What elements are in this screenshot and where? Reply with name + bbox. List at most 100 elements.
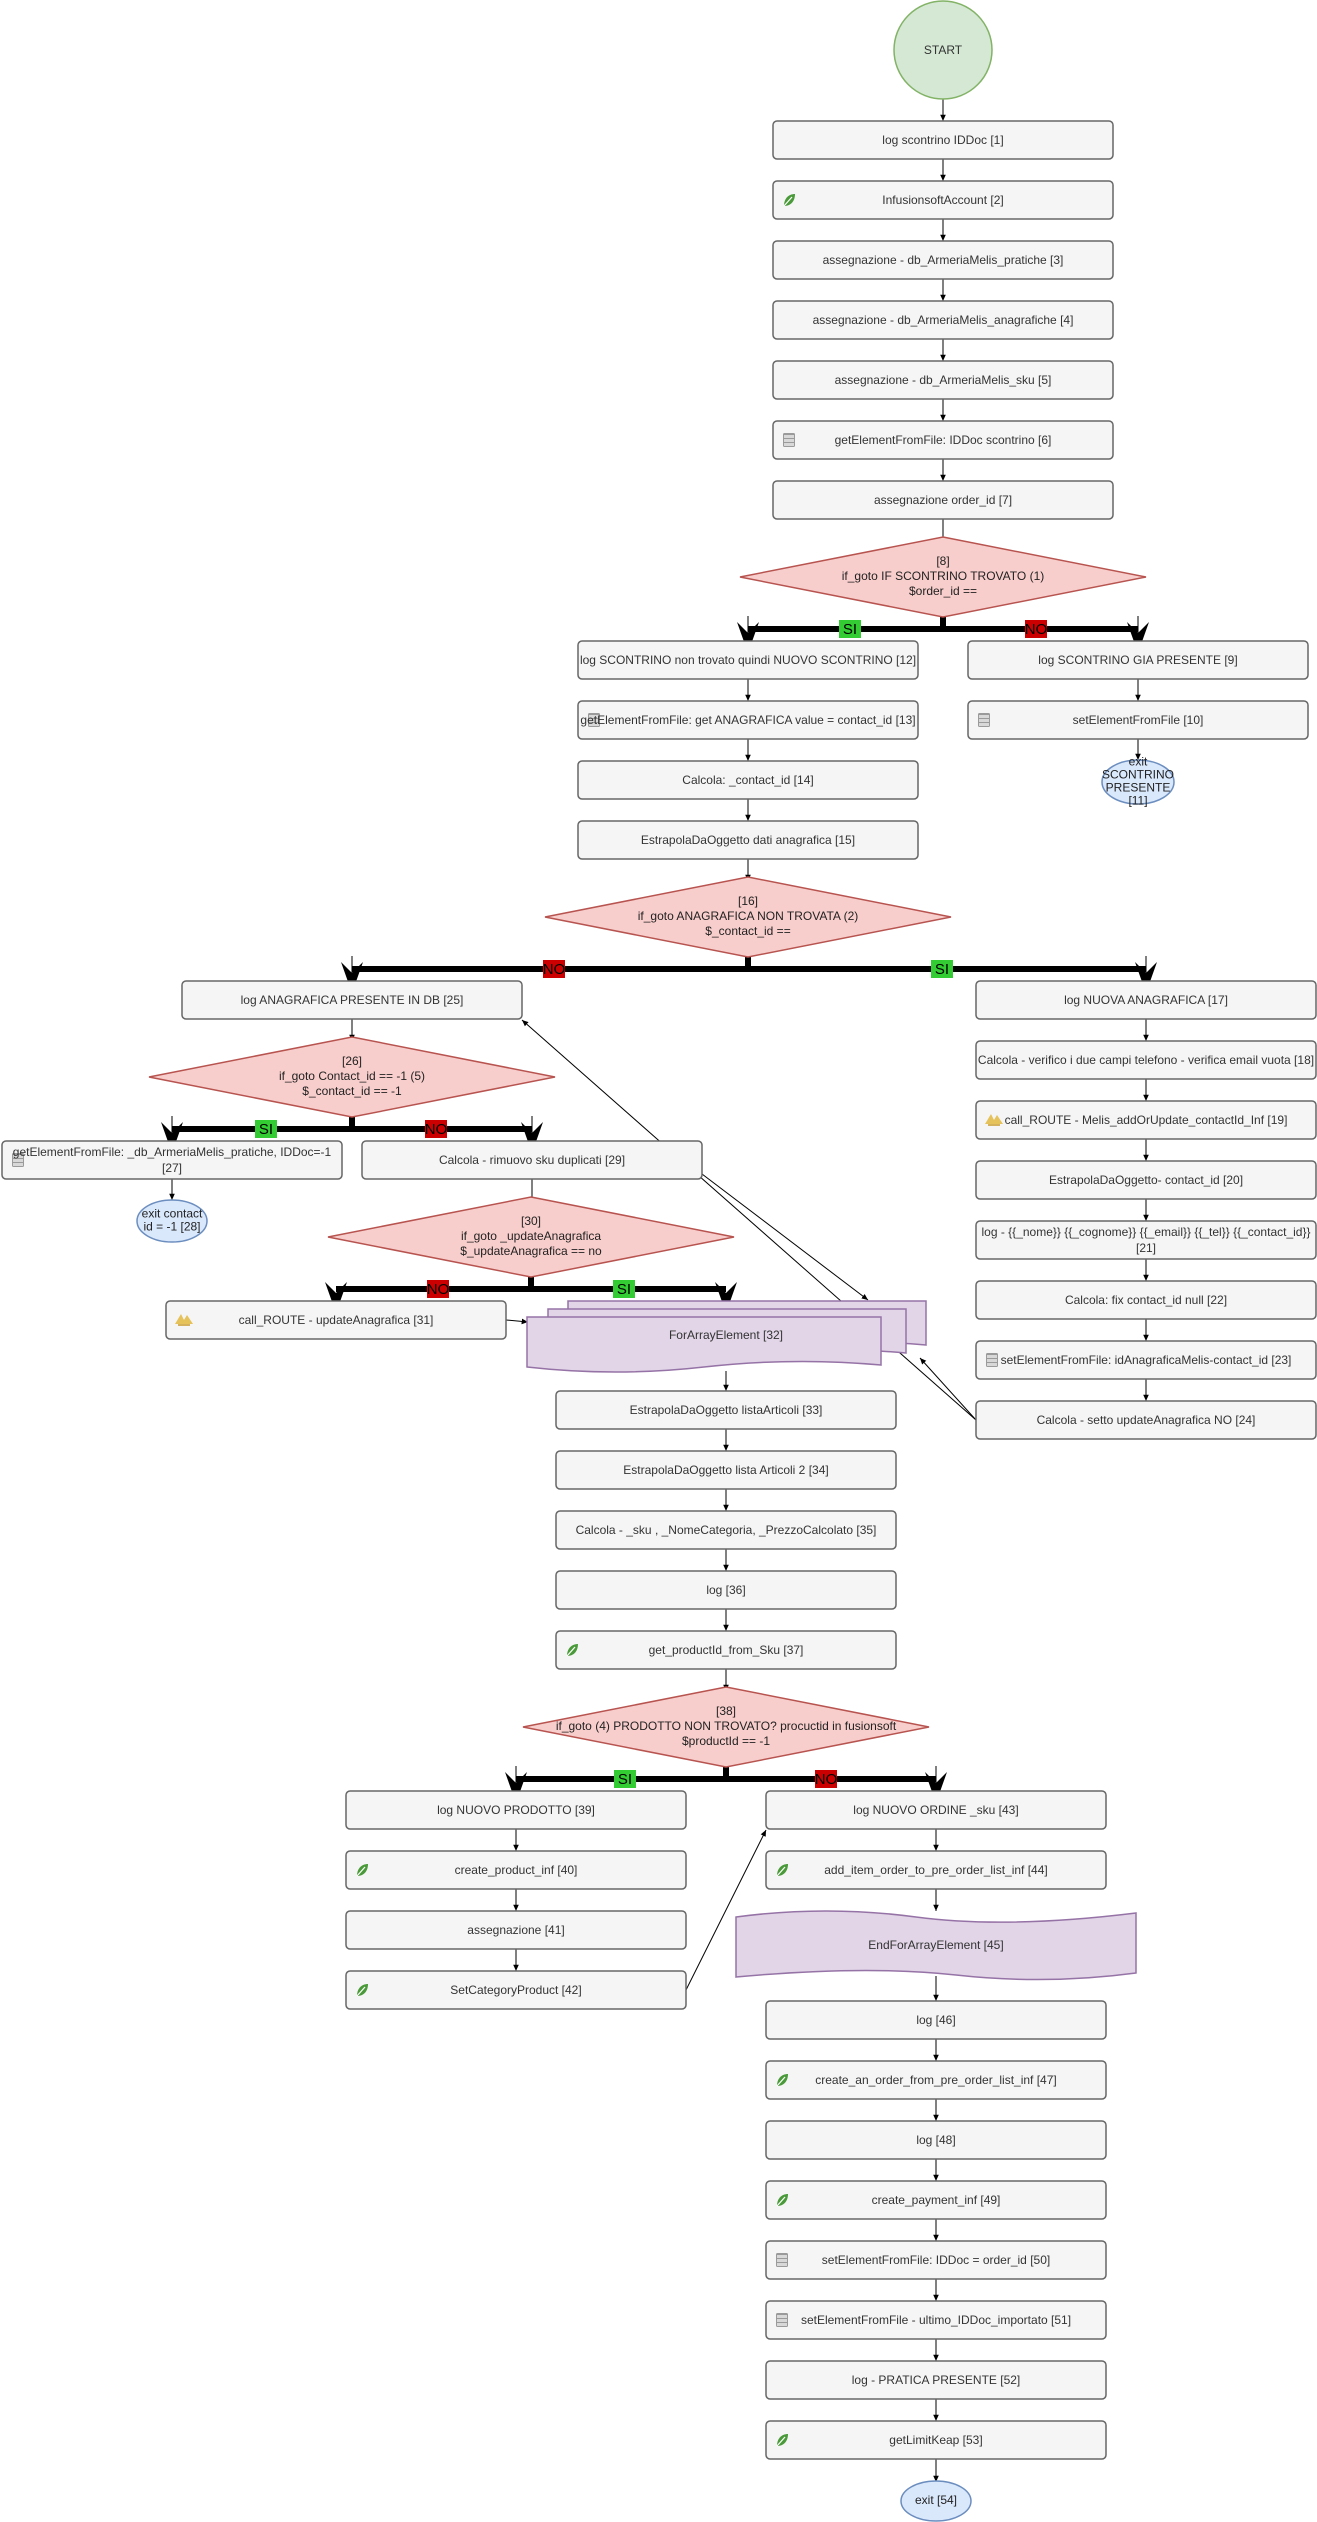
node-box — [975, 980, 1317, 1020]
node-label: log [46] — [916, 2013, 955, 2027]
node-label: assegnazione - db_ArmeriaMelis_sku [5] — [835, 373, 1052, 387]
decision-diamond — [739, 536, 1147, 618]
process-node-49[interactable]: create_payment_inf [49] — [765, 2180, 1107, 2220]
decision-16[interactable]: [16]if_goto ANAGRAFICA NON TROVATA (2)$_… — [544, 876, 952, 958]
decision-label: $order_id == — [909, 584, 977, 598]
process-node-41[interactable]: assegnazione [41] — [345, 1910, 687, 1950]
node-label: EstrapolaDaOggetto- contact_id [20] — [1049, 1173, 1243, 1187]
node-box — [765, 1790, 1107, 1830]
loop-end-node-45[interactable]: EndForArrayElement [45] — [735, 1910, 1137, 1981]
process-node-29[interactable]: Calcola - rimuovo sku duplicati [29] — [361, 1140, 703, 1180]
process-node-36[interactable]: log [36] — [555, 1570, 897, 1610]
process-node-46[interactable]: log [46] — [765, 2000, 1107, 2040]
process-node-3[interactable]: assegnazione - db_ArmeriaMelis_pratiche … — [772, 240, 1114, 280]
process-node-31[interactable]: call_ROUTE - updateAnagrafica [31] — [165, 1300, 507, 1340]
decision-label: $_contact_id == -1 — [302, 1084, 402, 1098]
exit-label: exit — [1129, 755, 1148, 769]
node-box — [555, 1510, 897, 1550]
decision-30[interactable]: [30]if_goto _updateAnagrafica$_updateAna… — [327, 1196, 735, 1278]
process-node-22[interactable]: Calcola: fix contact_id null [22] — [975, 1280, 1317, 1320]
database-icon — [783, 433, 795, 447]
node-box — [555, 1390, 897, 1430]
process-node-7[interactable]: assegnazione order_id [7] — [772, 480, 1114, 520]
process-node-33[interactable]: EstrapolaDaOggetto listaArticoli [33] — [555, 1390, 897, 1430]
decision-label: [38] — [716, 1704, 736, 1718]
process-node-47[interactable]: create_an_order_from_pre_order_list_inf … — [765, 2060, 1107, 2100]
loop-node-32[interactable]: ForArrayElement [32] — [526, 1300, 927, 1373]
no-tag — [543, 960, 565, 978]
branch-arrowhead — [161, 1122, 183, 1153]
node-label: assegnazione order_id [7] — [874, 493, 1012, 507]
process-node-19[interactable]: call_ROUTE - Melis_addOrUpdate_contactId… — [975, 1100, 1317, 1140]
process-node-23[interactable]: setElementFromFile: idAnagraficaMelis-co… — [975, 1340, 1317, 1380]
process-node-15[interactable]: EstrapolaDaOggetto dati anagrafica [15] — [577, 820, 919, 860]
process-node-9[interactable]: log SCONTRINO GIA PRESENTE [9] — [967, 640, 1309, 680]
process-node-17[interactable]: log NUOVA ANAGRAFICA [17] — [975, 980, 1317, 1020]
yes-tag-label: SI — [843, 621, 857, 638]
process-node-50[interactable]: setElementFromFile: IDDoc = order_id [50… — [765, 2240, 1107, 2280]
decision-diamond — [327, 1196, 735, 1278]
process-node-27[interactable]: getElementFromFile: _db_ArmeriaMelis_pra… — [1, 1140, 343, 1180]
process-node-12[interactable]: log SCONTRINO non trovato quindi NUOVO S… — [577, 640, 919, 680]
process-node-2[interactable]: InfusionsoftAccount [2] — [772, 180, 1114, 220]
process-node-6[interactable]: getElementFromFile: IDDoc scontrino [6] — [772, 420, 1114, 460]
process-node-37[interactable]: get_productId_from_Sku [37] — [555, 1630, 897, 1670]
process-node-39[interactable]: log NUOVO PRODOTTO [39] — [345, 1790, 687, 1830]
process-node-5[interactable]: assegnazione - db_ArmeriaMelis_sku [5] — [772, 360, 1114, 400]
process-node-4[interactable]: assegnazione - db_ArmeriaMelis_anagrafic… — [772, 300, 1114, 340]
decision-8[interactable]: [8]if_goto IF SCONTRINO TROVATO (1)$orde… — [739, 536, 1147, 618]
process-node-13[interactable]: getElementFromFile: get ANAGRAFICA value… — [577, 700, 919, 740]
node-box — [165, 1300, 507, 1340]
decision-26[interactable]: [26]if_goto Contact_id == -1 (5)$_contac… — [148, 1036, 556, 1118]
exit-label: SCONTRINO — [1102, 768, 1174, 782]
process-node-43[interactable]: log NUOVO ORDINE _sku [43] — [765, 1790, 1107, 1830]
process-node-51[interactable]: setElementFromFile - ultimo_IDDoc_import… — [765, 2300, 1107, 2340]
node-box — [181, 980, 523, 1020]
process-node-52[interactable]: log - PRATICA PRESENTE [52] — [765, 2360, 1107, 2400]
process-node-21[interactable]: log - {{_nome}} {{_cognome}} {{_email}} … — [975, 1220, 1317, 1260]
node-label: create_payment_inf [49] — [872, 2193, 1001, 2207]
process-node-35[interactable]: Calcola - _sku , _NomeCategoria, _Prezzo… — [555, 1510, 897, 1550]
decision-38[interactable]: [38]if_goto (4) PRODOTTO NON TROVATO? pr… — [522, 1686, 930, 1768]
node-label: log ANAGRAFICA PRESENTE IN DB [25] — [241, 993, 464, 1007]
process-node-48[interactable]: log [48] — [765, 2120, 1107, 2160]
node-label: create_an_order_from_pre_order_list_inf … — [815, 2073, 1056, 2087]
process-node-42[interactable]: SetCategoryProduct [42] — [345, 1970, 687, 2010]
decision-label: $productId == -1 — [682, 1734, 770, 1748]
process-node-34[interactable]: EstrapolaDaOggetto lista Articoli 2 [34] — [555, 1450, 897, 1490]
node-label: log NUOVO PRODOTTO [39] — [437, 1803, 595, 1817]
yes-tag — [613, 1280, 635, 1298]
database-icon — [776, 2313, 788, 2327]
node-label: Calcola: fix contact_id null [22] — [1065, 1293, 1227, 1307]
process-node-10[interactable]: setElementFromFile [10] — [967, 700, 1309, 740]
decision-label: [8] — [936, 554, 949, 568]
process-node-20[interactable]: EstrapolaDaOggetto- contact_id [20] — [975, 1160, 1317, 1200]
node-label: setElementFromFile [10] — [1073, 713, 1204, 727]
process-node-44[interactable]: add_item_order_to_pre_order_list_inf [44… — [765, 1850, 1107, 1890]
decision-label: $_updateAnagrafica == no — [460, 1244, 602, 1258]
node-label: setElementFromFile - ultimo_IDDoc_import… — [801, 2313, 1071, 2327]
process-node-24[interactable]: Calcola - setto updateAnagrafica NO [24] — [975, 1400, 1317, 1440]
process-node-18[interactable]: Calcola - verifico i due campi telefono … — [975, 1040, 1317, 1080]
decision-diamond — [148, 1036, 556, 1118]
node-label: call_ROUTE - Melis_addOrUpdate_contactId… — [1005, 1113, 1288, 1127]
no-tag — [425, 1120, 447, 1138]
process-node-25[interactable]: log ANAGRAFICA PRESENTE IN DB [25] — [181, 980, 523, 1020]
node-box — [765, 2060, 1107, 2100]
process-node-1[interactable]: log scontrino IDDoc [1] — [772, 120, 1114, 160]
process-node-40[interactable]: create_product_inf [40] — [345, 1850, 687, 1890]
exit-node-54[interactable]: exit [54] — [900, 2480, 972, 2522]
node-box — [345, 1910, 687, 1950]
node-label: log SCONTRINO non trovato quindi NUOVO S… — [580, 653, 916, 667]
process-node-53[interactable]: getLimitKeap [53] — [765, 2420, 1107, 2460]
node-label: SetCategoryProduct [42] — [450, 1983, 581, 1997]
node-box — [975, 1160, 1317, 1200]
process-node-14[interactable]: Calcola: _contact_id [14] — [577, 760, 919, 800]
node-label: assegnazione [41] — [467, 1923, 564, 1937]
start-node — [893, 0, 993, 100]
branch-arrowhead — [925, 1772, 947, 1803]
node-box — [361, 1140, 703, 1180]
yes-tag-label: SI — [935, 961, 949, 978]
